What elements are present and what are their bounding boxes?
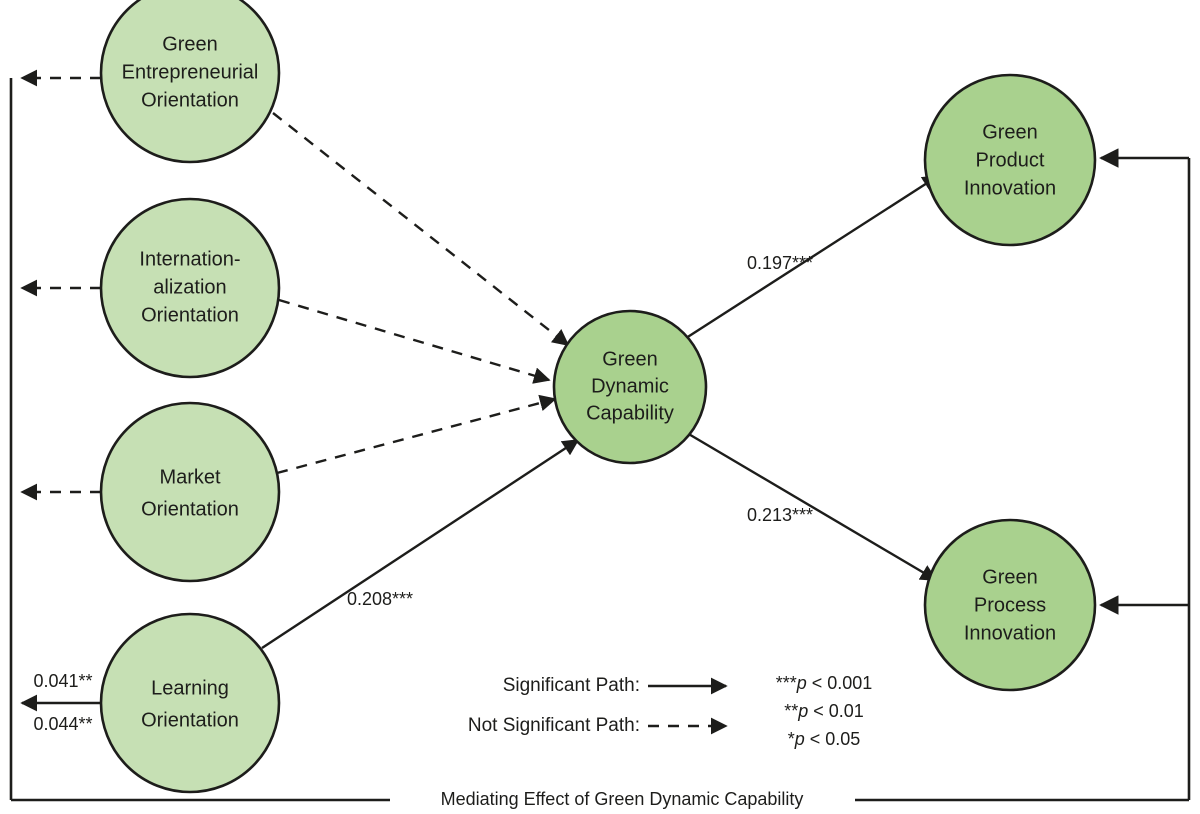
node-circle[interactable] (552, 309, 708, 465)
p-italic-1: p (796, 673, 807, 693)
mediation-return-arrows (20, 69, 101, 712)
node-label-line-3: Orientation (141, 89, 239, 111)
node-green-product-innovation[interactable]: Green Product Innovation (923, 73, 1097, 247)
node-label-line-1: Green (162, 33, 218, 55)
node-circle[interactable] (923, 73, 1097, 247)
node-circle[interactable] (99, 401, 281, 583)
path-gdc-to-product-innovation (682, 174, 940, 342)
legend-significance-level-3: *p < 0.05 (788, 729, 861, 749)
node-label-line-2: Entrepreneurial (122, 61, 259, 83)
node-green-entrepreneurial-orientation[interactable]: Green Entrepreneurial Orientation (99, 0, 281, 164)
coefficient-learning-to-gdc: 0.208*** (347, 589, 413, 609)
node-label-line-3: Orientation (141, 304, 239, 326)
stars-1: *** (776, 673, 797, 693)
mediation-coefficient-upper: 0.041** (33, 671, 92, 691)
node-label-line-3: Capability (586, 402, 674, 424)
node-circle[interactable] (923, 518, 1097, 692)
node-label-line-1: Green (982, 566, 1038, 588)
node-green-dynamic-capability[interactable]: Green Dynamic Capability (552, 309, 708, 465)
node-circle[interactable] (99, 0, 281, 164)
path-io-to-gdc (278, 298, 551, 384)
path-learning-to-gdc (261, 438, 580, 650)
not-significant-paths (272, 112, 570, 475)
legend-not-significant-path-label: Not Significant Path: (468, 715, 640, 736)
stars-3: * (788, 729, 795, 749)
node-label-line-1: Green (982, 121, 1038, 143)
sig-value-1: < 0.001 (807, 673, 873, 693)
sig-value-3: < 0.05 (805, 729, 861, 749)
node-label-line-1: Green (602, 348, 658, 370)
node-label-line-2: alization (153, 276, 226, 298)
coefficient-gdc-to-product-innovation: 0.197*** (747, 253, 813, 273)
significant-paths (261, 174, 940, 650)
legend-significance-level-1: ***p < 0.001 (776, 673, 873, 693)
p-italic-3: p (794, 729, 805, 749)
node-learning-orientation[interactable]: Learning Orientation (99, 612, 281, 794)
node-label-line-3: Innovation (964, 622, 1056, 644)
legend: Significant Path: Not Significant Path: … (468, 673, 872, 749)
path-mo-to-gdc (276, 394, 557, 475)
node-label-line-1: Market (159, 466, 221, 488)
legend-significance-level-2: **p < 0.01 (784, 701, 864, 721)
p-italic-2: p (797, 701, 808, 721)
node-label-line-2: Dynamic (591, 375, 669, 397)
node-circle[interactable] (99, 197, 281, 379)
node-label-line-3: Innovation (964, 177, 1056, 199)
node-label-line-1: Internation- (139, 248, 240, 270)
figure-caption: Mediating Effect of Green Dynamic Capabi… (441, 789, 804, 809)
node-circle[interactable] (99, 612, 281, 794)
node-label-line-2: Orientation (141, 709, 239, 731)
node-label-line-1: Learning (151, 677, 229, 699)
legend-significant-path-label: Significant Path: (503, 675, 640, 696)
mediation-coefficient-lower: 0.044** (33, 714, 92, 734)
coefficient-gdc-to-process-innovation: 0.213*** (747, 505, 813, 525)
path-geo-to-gdc (272, 112, 570, 347)
node-label-line-2: Product (976, 149, 1045, 171)
path-gdc-to-process-innovation (686, 431, 938, 582)
mediation-bracket (9, 78, 1191, 802)
node-label-line-2: Orientation (141, 498, 239, 520)
node-green-process-innovation[interactable]: Green Process Innovation (923, 518, 1097, 692)
node-internationalization-orientation[interactable]: Internation- alization Orientation (99, 197, 281, 379)
sig-value-2: < 0.01 (808, 701, 864, 721)
node-market-orientation[interactable]: Market Orientation (99, 401, 281, 583)
stars-2: ** (784, 701, 798, 721)
node-label-line-2: Process (974, 594, 1046, 616)
